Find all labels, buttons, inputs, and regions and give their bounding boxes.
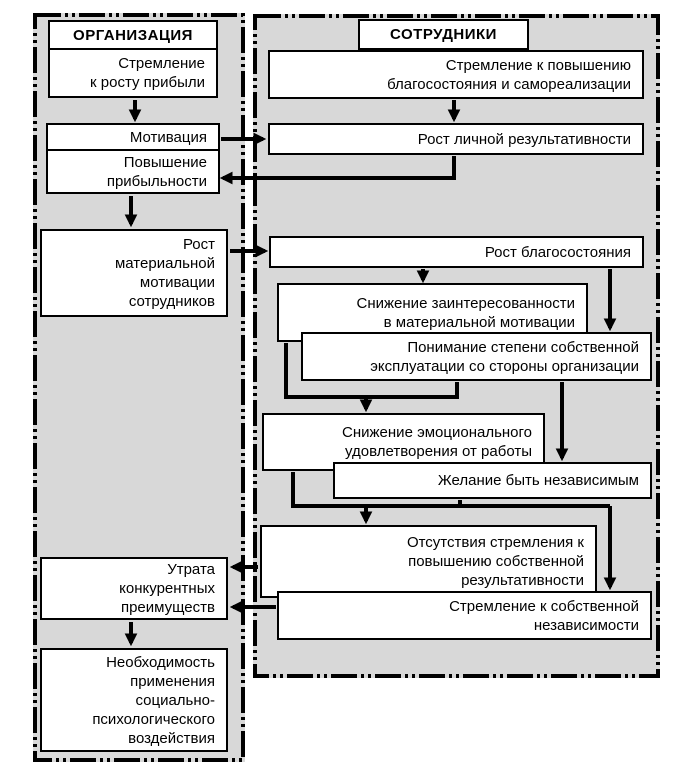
node-loss-of-advantages: Утрата конкурентных преимуществ — [40, 557, 228, 620]
node-own-independence-desire: Стремление к собственной независимости — [277, 591, 652, 640]
employees-column-title: СОТРУДНИКИ — [358, 19, 529, 50]
node-wellbeing-growth: Рост благосостояния — [269, 236, 644, 268]
node-exploitation-awareness: Понимание степени собственной эксплуатац… — [301, 332, 652, 381]
node-independence-wish: Желание быть независимым — [333, 462, 652, 499]
node-no-performance-desire: Отсутствия стремления к повышению собств… — [260, 525, 597, 598]
node-motivation: Мотивация — [46, 123, 220, 151]
node-material-motivation-growth: Рост материальной мотивации сотрудников — [40, 229, 228, 317]
node-need-social-influence: Необходимость применения социально- псих… — [40, 648, 228, 752]
organization-column-title: ОРГАНИЗАЦИЯ — [48, 20, 218, 50]
node-profit-desire: Стремление к росту прибыли — [48, 50, 218, 98]
node-personal-performance-growth: Рост личной результативности — [268, 123, 644, 155]
node-wellbeing-desire: Стремление к повышению благосостояния и … — [268, 50, 644, 99]
node-profitability-increase: Повышение прибыльности — [46, 151, 220, 194]
